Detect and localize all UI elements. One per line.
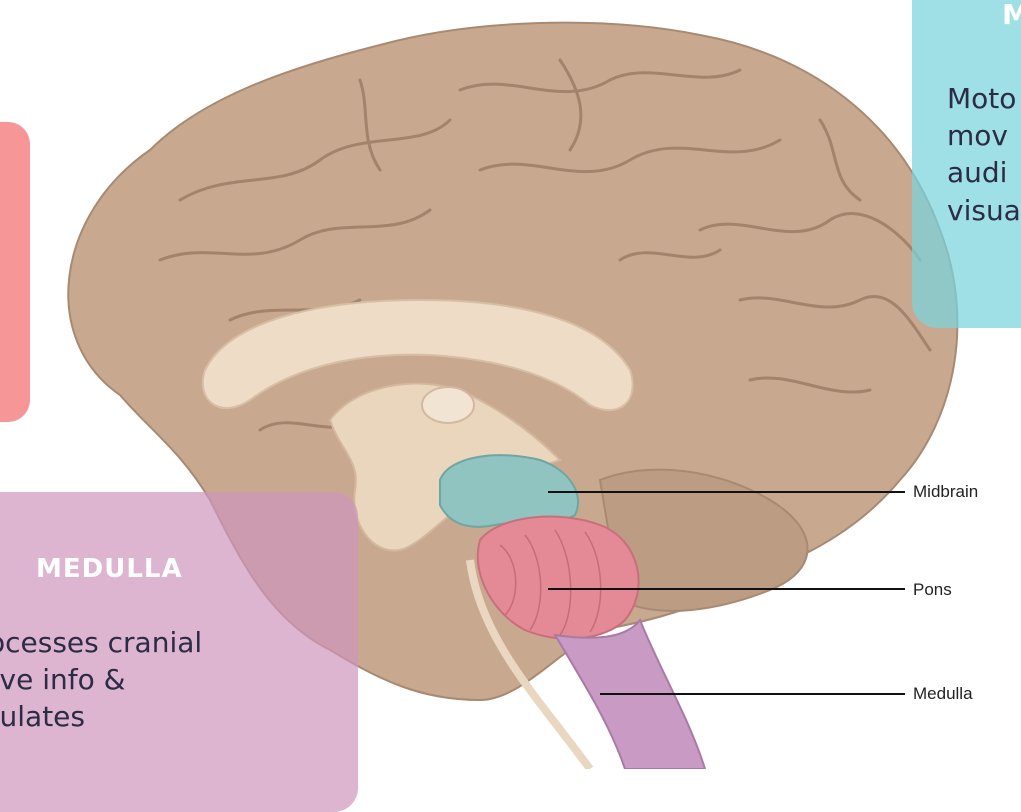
medulla-info-card: MEDULLA ocesses cranial rve info & rulat…	[0, 492, 358, 812]
medulla-card-line: ocesses cranial	[0, 624, 348, 661]
midbrain-label: Midbrain	[913, 482, 978, 502]
red-info-card	[0, 122, 30, 422]
teal-card-line: Moto	[947, 80, 1021, 117]
brain-diagram: Midbrain Pons Medulla M Moto mov audi vi…	[0, 0, 1021, 769]
teal-info-card: M Moto mov audi visua	[912, 0, 1021, 328]
medulla-card-body: ocesses cranial rve info & rulates	[0, 624, 348, 736]
pons-label: Pons	[913, 580, 952, 600]
teal-card-title: M	[1002, 0, 1021, 31]
medulla-label: Medulla	[913, 684, 973, 704]
teal-card-line: audi	[947, 154, 1021, 191]
medulla-card-line: rulates	[0, 698, 348, 735]
medulla-card-title: MEDULLA	[36, 554, 183, 584]
teal-card-line: visua	[947, 192, 1021, 229]
teal-card-line: mov	[947, 117, 1021, 154]
medulla-card-line: rve info &	[0, 661, 348, 698]
teal-card-body: Moto mov audi visua	[947, 80, 1021, 229]
